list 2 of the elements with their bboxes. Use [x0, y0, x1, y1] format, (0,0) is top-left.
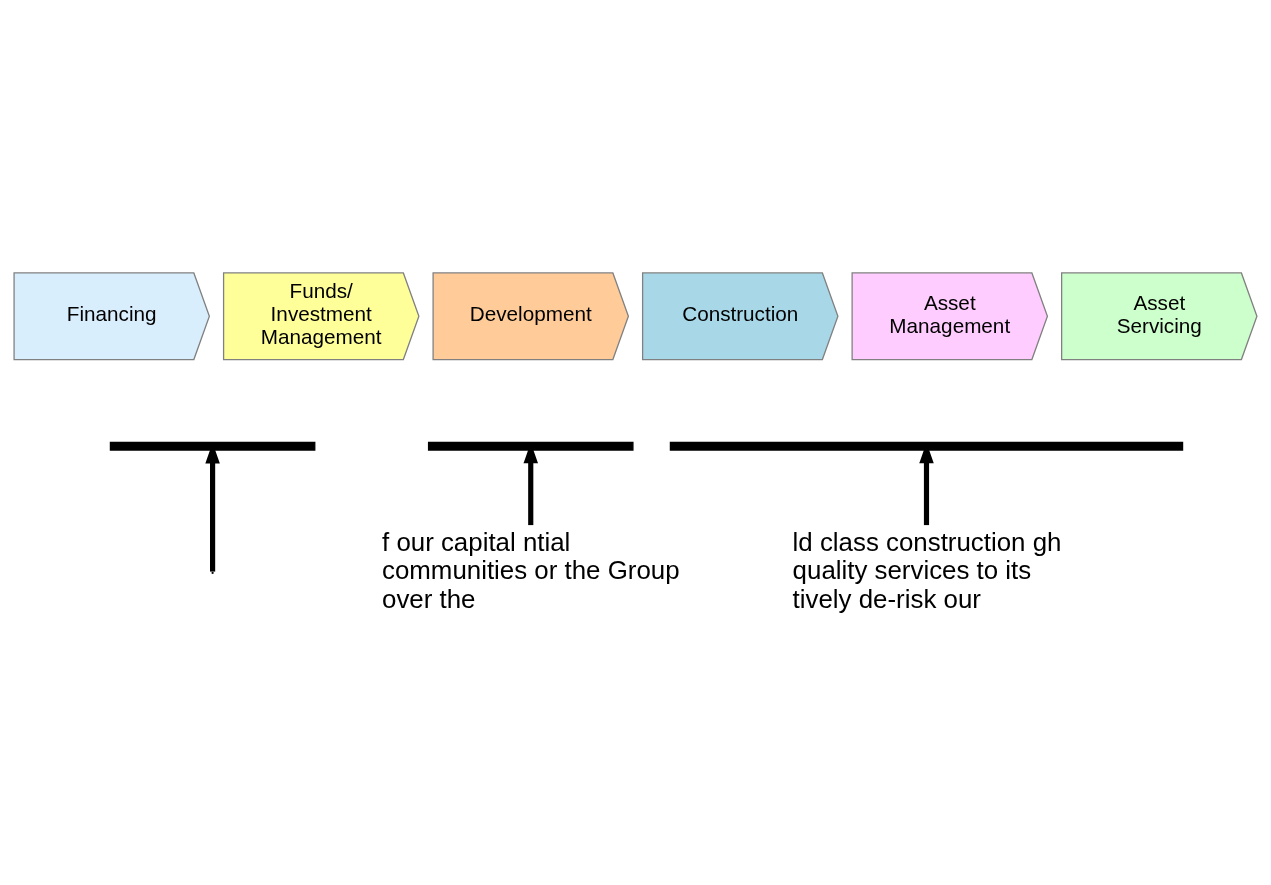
node-text: f our capital ntial communities or the Group over the [382, 527, 680, 613]
node-text: ld class construction gh quality services to its tively de-risk our [792, 527, 1062, 613]
